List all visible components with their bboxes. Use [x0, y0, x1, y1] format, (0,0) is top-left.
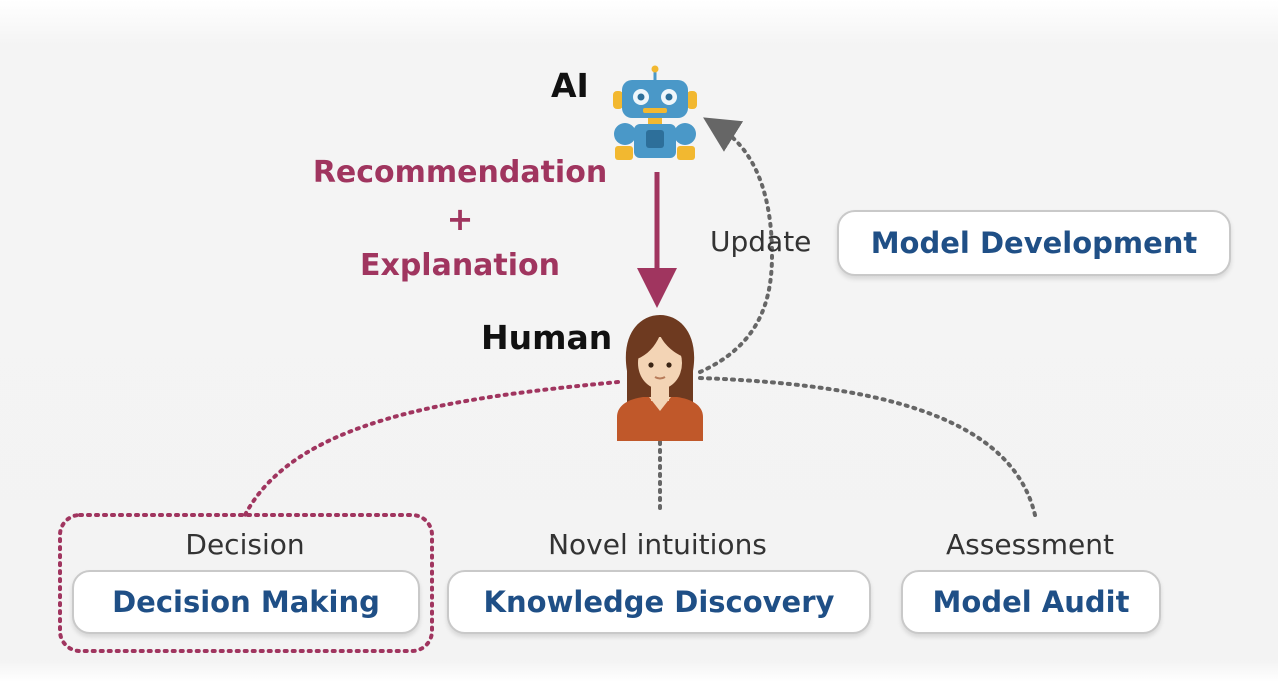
knowledge-discovery-box: Knowledge Discovery — [447, 570, 871, 634]
human-label: Human — [481, 318, 613, 357]
decision-highlight-frame — [58, 513, 434, 653]
decision-making-box: Decision Making — [72, 570, 420, 634]
novel-intuitions-caption: Novel intuitions — [548, 528, 767, 561]
assessment-caption: Assessment — [946, 528, 1114, 561]
decision-caption: Decision — [185, 528, 305, 561]
robot-icon — [607, 64, 703, 166]
model-development-box: Model Development — [837, 210, 1231, 276]
recommendation-label: Recommendation — [312, 155, 608, 190]
ai-label: AI — [551, 66, 589, 105]
update-arrow — [698, 117, 775, 374]
plus-label: + — [446, 200, 474, 238]
audit-connector — [698, 376, 1037, 517]
update-label: Update — [710, 225, 812, 258]
explanation-label: Explanation — [359, 248, 561, 283]
decision-connector — [243, 380, 620, 517]
model-audit-box: Model Audit — [901, 570, 1161, 634]
woman-avatar-icon — [613, 313, 707, 445]
